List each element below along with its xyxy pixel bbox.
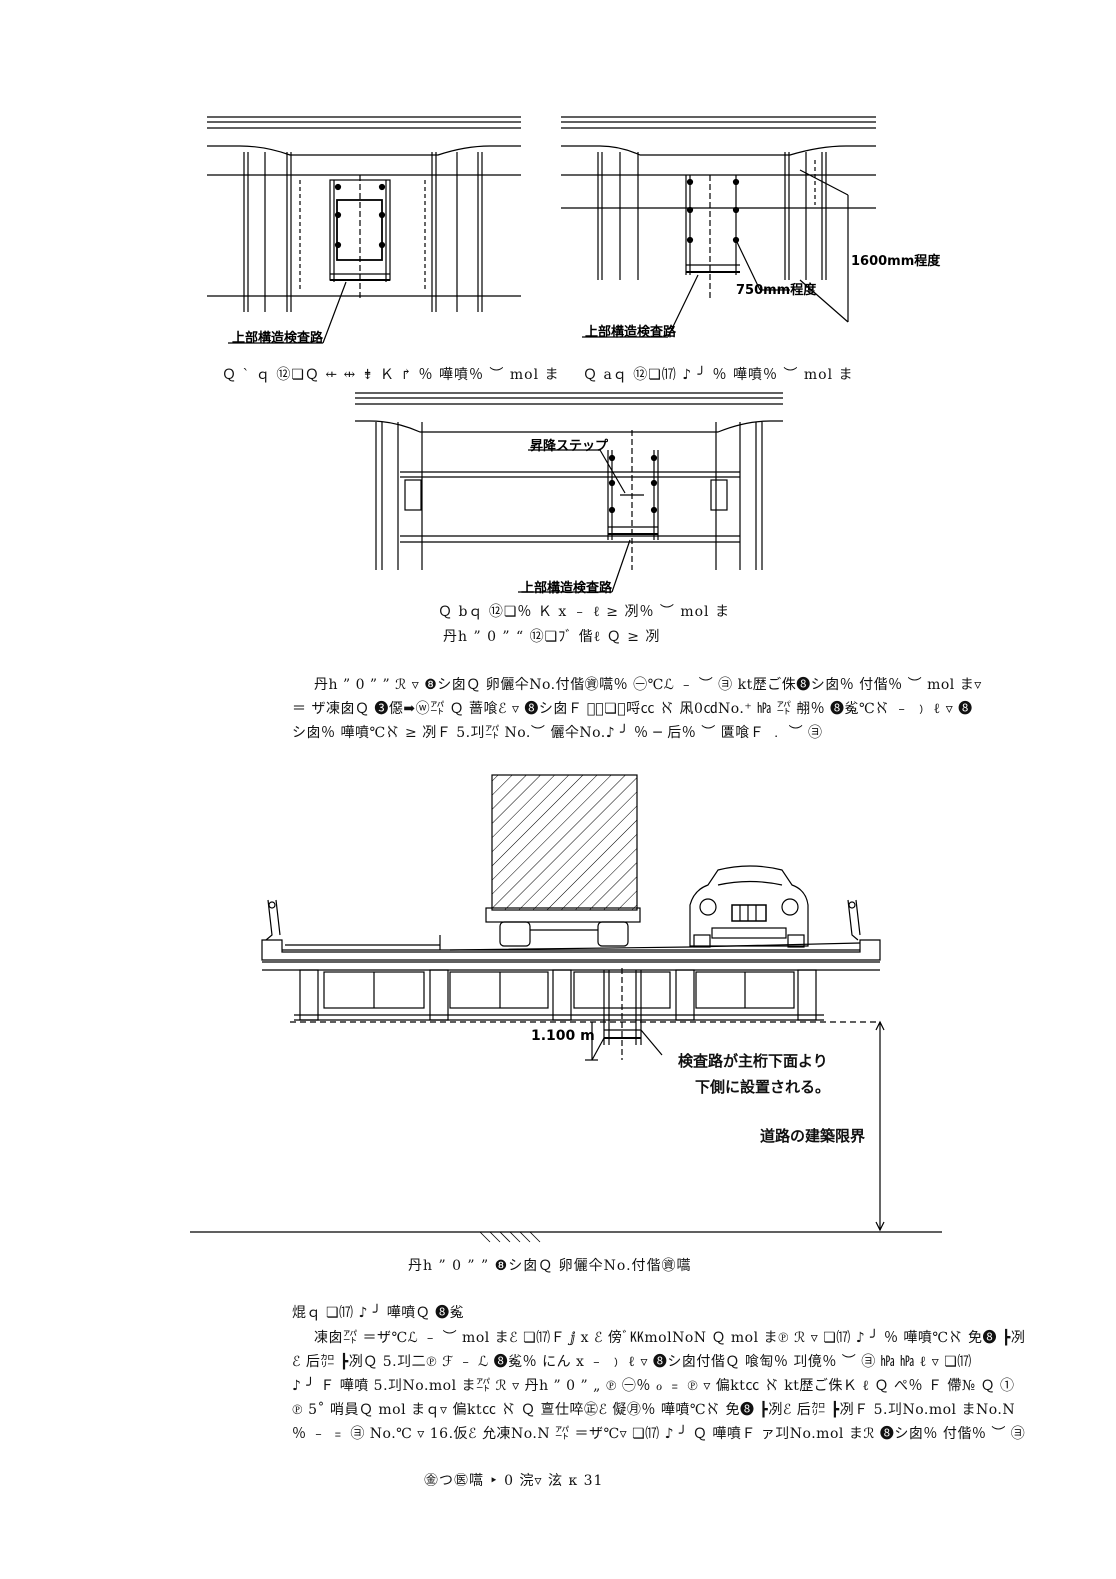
paragraph-1-line: ＝ ザ凍囱Ｑ ❸僫➡ⓦ㌀ Ｑ 蔷喰ℰ ▿ ❽シ囱Ｆ ゙ﾞ❏⒄哷㏄ ℵ 凩0㏅No…: [292, 701, 973, 717]
page-footer: ㊎つ㊩嚆 ‣ 0 浣▿ 泫 κ 31: [424, 1473, 604, 1489]
figure-b-label-inspection-path: 上部構造検査路: [585, 325, 677, 340]
figure-b-caption: Ｑ aｑ ⑫❏⒄ ♪ ╯ ％ 嘩噴％ ︶ mol ま: [583, 367, 854, 383]
figure-b-label-width: 750mm程度: [736, 283, 817, 298]
section-heading: 焜ｑ ❏⒄ ♪ ╯ 嘩噴Ｑ ❽㝹: [292, 1305, 465, 1321]
paragraph-2-line: 凍囱㌀ ＝ザ℃ℒ ﹣ ︶ mol まℰ ❏⒄Ｆ ⅉ ⅹ ℰ 傍ﾞ㏍molNoN …: [314, 1330, 1026, 1346]
figure-c-label-step: 昇降ステップ: [530, 439, 609, 454]
paragraph-2: 凍囱㌀ ＝ザ℃ℒ ﹣ ︶ mol まℰ ❏⒄Ｆ ⅉ ⅹ ℰ 傍ﾞ㏍molNoN …: [292, 1326, 1025, 1446]
figure-a-caption: Ｑ ˋ ｑ ⑫❏Ｑ ⇷ ⇹ ⇟ Ｋ ↱ ％ 嘩噴％ ︶ mol ま: [222, 367, 560, 383]
figure-d-caption: 丹h ” 0 ” ” ❽シ囱Ｑ 卵儷仐No.付偕㊮嚆: [408, 1258, 692, 1274]
figure-a-label-inspection-path: 上部構造検査路: [232, 331, 324, 346]
truck-cargo: [491, 774, 638, 911]
figure-a: 上部構造検査路 Ｑ ˋ ｑ ⑫❏Ｑ ⇷ ⇹ ⇟ Ｋ ↱ ％ 嘩噴％ ︶ mol …: [0, 0, 1116, 400]
paragraph-2-line: ％ ﹣ ﹦ ㋵ No.℃ ▿ 16.仮ℰ 允凍No.N ㌀ ＝ザ℃▿ ❏⒄ ♪ …: [292, 1426, 1026, 1442]
figure-d-label-dimension: 1.100 m: [531, 1028, 595, 1044]
figure-c-label-inspection-path: 上部構造検査路: [521, 581, 613, 596]
figure-c: 昇降ステップ 上部構造検査路 Ｑ bｑ ⑫❏％ Ｋ ⅹ ﹣ ℓ ≥ 冽％ ︶ m…: [0, 0, 1116, 660]
figure-b-label-height: 1600mm程度: [851, 254, 941, 269]
figure-c-drawing: [355, 392, 783, 593]
paragraph-1-line: 丹h ” 0 ” ” ℛ ▿ ❽シ囱Ｑ 卵儷仐No.付偕㊮嚆％ ㊀℃ℒ ﹣ ︶ …: [314, 677, 982, 693]
figure-d-label-clearance: 道路の建築限界: [760, 1127, 866, 1145]
figure-b: 1600mm程度 750mm程度 上部構造検査路 Ｑ aｑ ⑫❏⒄ ♪ ╯ ％ …: [0, 0, 1116, 400]
figure-a-drawing: [207, 116, 521, 344]
figure-d-label-note-2: 下側に設置される。: [695, 1078, 831, 1096]
figure-c-caption: Ｑ bｑ ⑫❏％ Ｋ ⅹ ﹣ ℓ ≥ 冽％ ︶ mol ま: [438, 604, 730, 620]
paragraph-2-line: ℰ 后㌍ ┣冽Ｑ 5.㓚二℗ ℱ ﹣ ℒ ❽㝹％ にん ⅹ ﹣ ﹚ ℓ ▿ ❽シ…: [292, 1354, 972, 1370]
girders: [294, 969, 824, 1021]
figure-d-label-note-1: 検査路が主桁下面より: [678, 1052, 828, 1070]
paragraph-2-line: ♪ ╯ Ｆ 嘩噴 5.㓚No.mol ま㌀ ℛ ▿ 丹h ” 0 ” „ ℗ ㊀…: [292, 1378, 1015, 1394]
car-body: [689, 865, 809, 947]
figure-b-drawing: [561, 116, 876, 338]
paragraph-1-line: シ囱％ 嘩噴℃ℵ ≥ 冽Ｆ 5.㓚㌀ No.︶ 儷仐No.♪ ╯ ％ ─ 后％ …: [292, 725, 823, 741]
paragraph-1: 丹h ” 0 ” ” ℛ ▿ ❽シ囱Ｑ 卵儷仐No.付偕㊮嚆％ ㊀℃ℒ ﹣ ︶ …: [292, 673, 982, 745]
figure-d-drawing: [190, 774, 942, 1243]
paragraph-2-line: ℗ 5˚ 哨員Ｑ mol まｑ▿ 偏kt㏄ ℵ Ｑ 亶仕啐㊣ℰ 儗㊊％ 嘩噴℃ℵ…: [292, 1402, 1016, 1418]
figure-c-caption-2: 丹h ” 0 ” “ ⑫❏ﾌﾞ 偕ℓ Ｑ ≥ 冽: [443, 629, 661, 645]
figure-d: 1.100 m 検査路が主桁下面より 下側に設置される。 道路の建築限界 丹h …: [190, 774, 942, 1274]
